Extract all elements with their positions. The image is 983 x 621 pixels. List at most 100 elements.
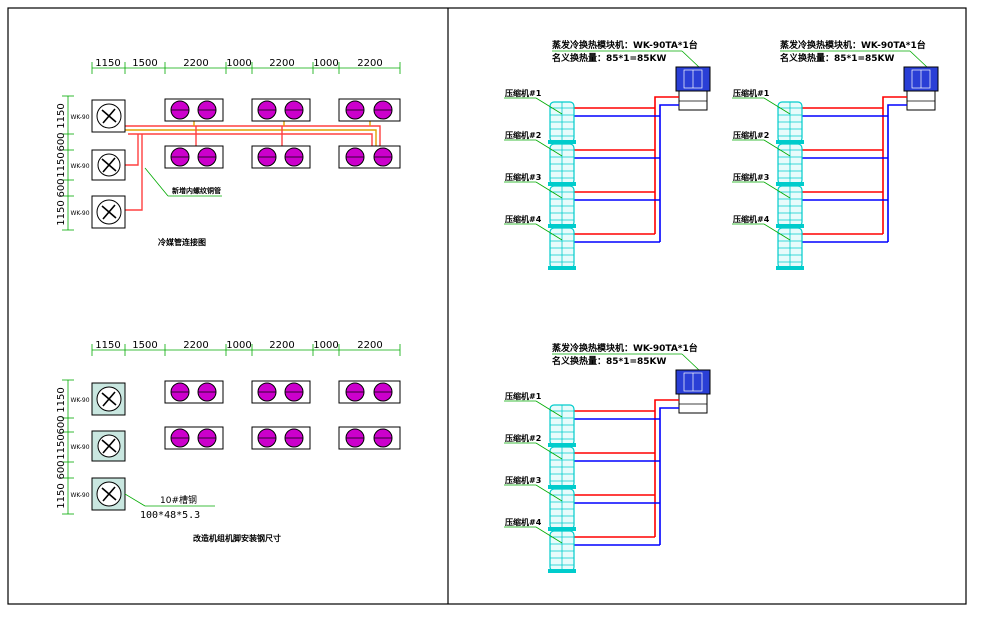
dim-left-4: 600 [56, 178, 67, 197]
compressor-1: 压缩机#1 [504, 88, 660, 144]
compressor-label: 压缩机#1 [733, 88, 770, 98]
cold-riser [659, 407, 679, 545]
compressor-4: 压缩机#4 [732, 214, 888, 270]
condensing-unit-2: WK-90 [70, 430, 126, 462]
pipe-note: 新增内螺纹铜管 [172, 186, 221, 195]
dims-left-2: 1150 600 1150 600 1150 [56, 379, 74, 515]
fan-icon [101, 108, 117, 124]
module-body [906, 90, 936, 111]
dims-top: 1150 1500 2200 1000 2200 1000 2200 [91, 58, 401, 74]
dim-top-3: 2200 [183, 340, 208, 351]
dim-top-7: 2200 [357, 340, 382, 351]
compressor-base [548, 485, 576, 489]
unit-label: WK-90 [70, 163, 89, 170]
dim-top-6: 1000 [313, 58, 338, 69]
compressor-base [548, 527, 576, 531]
beam-label: 10#槽钢 [160, 494, 197, 506]
dim-top-3: 2200 [183, 58, 208, 69]
dim-top-7: 2200 [357, 58, 382, 69]
dim-left-1: 1150 [56, 387, 67, 412]
module-body [678, 393, 708, 414]
compressor-3: 压缩机#3 [732, 172, 888, 228]
compressor-base [776, 266, 804, 270]
dim-top-6: 1000 [313, 340, 338, 351]
compressor-systems: 蒸发冷换热模块机：WK-90TA*1台名义换热量：85*1=85KW压缩机#1压… [504, 39, 939, 573]
module-body [678, 90, 708, 111]
hot-riser [654, 96, 679, 234]
outer-frame [7, 7, 967, 605]
system-1: 蒸发冷换热模块机：WK-90TA*1台名义换热量：85*1=85KW压缩机#1压… [504, 39, 711, 270]
dims-top-2: 1150 1500 2200 1000 2200 1000 2200 [91, 340, 401, 356]
evaporator-unit [164, 145, 224, 169]
condensing-unit-3: WK-90 [70, 477, 126, 511]
dim-left-2: 600 [56, 415, 67, 434]
condensing-unit-1: WK-90 [70, 99, 126, 133]
compressor-2: 压缩机#2 [504, 130, 660, 186]
condensing-unit-3: WK-90 [70, 195, 126, 229]
compressor-3: 压缩机#3 [504, 172, 660, 228]
compressor-label: 压缩机#4 [505, 517, 542, 527]
title-leader [681, 50, 701, 69]
dim-top-2: 1500 [132, 58, 157, 69]
evaporator-unit [338, 145, 401, 169]
bottom-caption: 改造机组机脚安装钢尺寸 [193, 533, 281, 543]
module-capacity: 名义换热量：85*1=85KW [552, 355, 667, 367]
compressor-base [548, 140, 576, 144]
label-leader [763, 139, 791, 157]
installation-dimension-diagram: 1150 1500 2200 1000 2200 1000 2200 1150 … [56, 340, 401, 543]
dim-top-4: 1000 [226, 58, 251, 69]
dim-top-5: 2200 [269, 58, 294, 69]
evaporator-unit [338, 426, 401, 450]
label-leader [763, 181, 791, 199]
compressor-base [776, 140, 804, 144]
hot-riser [654, 399, 679, 537]
evaporator-unit [251, 380, 311, 404]
compressor-1: 压缩机#1 [504, 391, 660, 447]
beam-size: 100*48*5.3 [140, 510, 200, 521]
evaporator-units-top [164, 98, 401, 169]
evaporator-unit [251, 426, 311, 450]
label-leader [535, 484, 563, 502]
cold-riser [659, 104, 679, 242]
compressor-label: 压缩机#2 [505, 130, 541, 140]
dim-left-3: 1150 [56, 434, 67, 459]
dim-left-4: 600 [56, 460, 67, 479]
label-leader [535, 400, 563, 418]
compressor-base [548, 569, 576, 573]
dim-left-2: 600 [56, 132, 67, 151]
compressor-2: 压缩机#2 [732, 130, 888, 186]
hot-riser [882, 96, 907, 234]
evaporator-unit [338, 98, 401, 122]
dim-top-4: 1000 [226, 340, 251, 351]
fan-icon [101, 391, 117, 407]
module-capacity: 名义换热量：85*1=85KW [552, 52, 667, 64]
evaporator-unit [338, 380, 401, 404]
dim-left-1: 1150 [56, 103, 67, 128]
compressor-label: 压缩机#3 [505, 475, 541, 485]
compressor-base [548, 266, 576, 270]
compressor-1: 压缩机#1 [732, 88, 888, 144]
fan-icon [101, 486, 117, 502]
cold-riser [887, 104, 907, 242]
module-title: 蒸发冷换热模块机：WK-90TA*1台 [552, 342, 698, 354]
title-leader [681, 353, 701, 372]
dim-top-5: 2200 [269, 340, 294, 351]
evaporator-unit [164, 426, 224, 450]
label-leader [535, 442, 563, 460]
pipe-note-leader [144, 167, 169, 197]
compressor-base [548, 443, 576, 447]
label-leader [535, 181, 563, 199]
dims-left: 1150 600 1150 600 1150 [56, 95, 74, 231]
module-title: 蒸发冷换热模块机：WK-90TA*1台 [552, 39, 698, 51]
condensing-unit-2: WK-90 [70, 149, 126, 181]
compressor-label: 压缩机#4 [505, 214, 542, 224]
dim-left-5: 1150 [56, 200, 67, 225]
compressor-2: 压缩机#2 [504, 433, 660, 489]
system-2: 蒸发冷换热模块机：WK-90TA*1台名义换热量：85*1=85KW压缩机#1压… [732, 39, 939, 270]
title-leader [909, 50, 929, 69]
label-leader [763, 97, 791, 115]
compressor-label: 压缩机#4 [733, 214, 770, 224]
compressor-label: 压缩机#3 [733, 172, 769, 182]
system-3: 蒸发冷换热模块机：WK-90TA*1台名义换热量：85*1=85KW压缩机#1压… [504, 342, 711, 573]
